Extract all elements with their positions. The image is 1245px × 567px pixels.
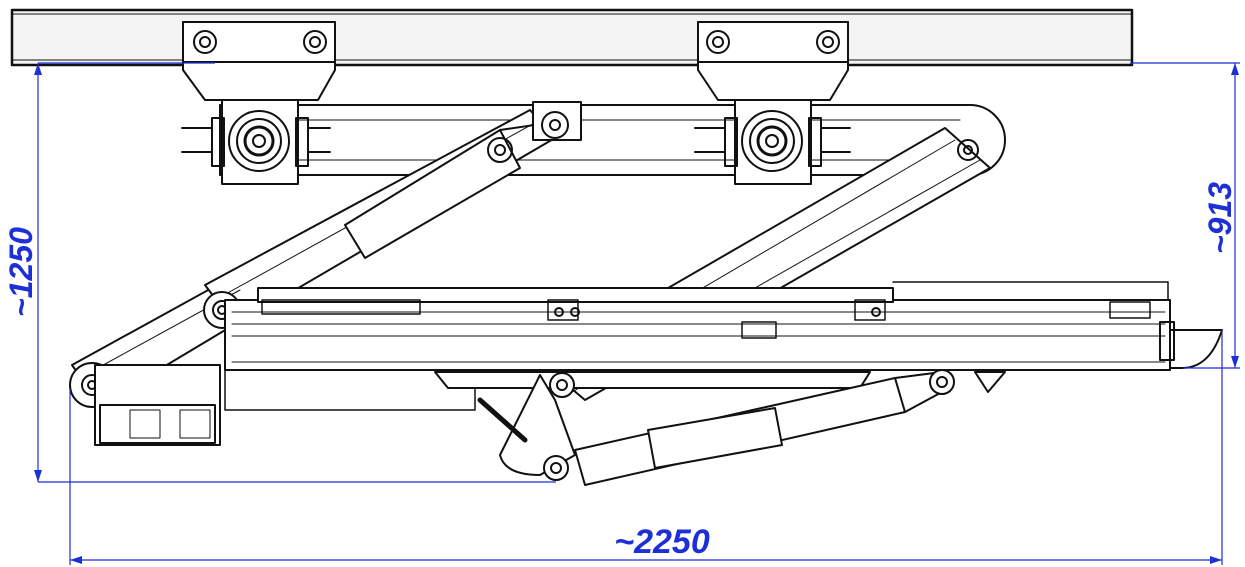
dimension-label-width: ~2250 <box>614 523 710 561</box>
drive-unit-right <box>694 99 851 185</box>
dimension-label-height-left: ~1250 <box>3 227 39 317</box>
mounting-bracket-left <box>182 21 336 101</box>
mounting-bracket-right <box>697 21 849 101</box>
dimension-lines <box>34 62 1240 565</box>
dimension-label-height-right: ~913 <box>1202 182 1238 254</box>
upper-hydraulic-cylinder <box>344 101 582 259</box>
lower-hydraulic-cylinder <box>574 369 955 486</box>
lower-linkage <box>477 372 576 481</box>
drive-unit-left <box>181 99 331 185</box>
ceiling-rail <box>10 8 1134 67</box>
platform-frame <box>224 281 1223 371</box>
